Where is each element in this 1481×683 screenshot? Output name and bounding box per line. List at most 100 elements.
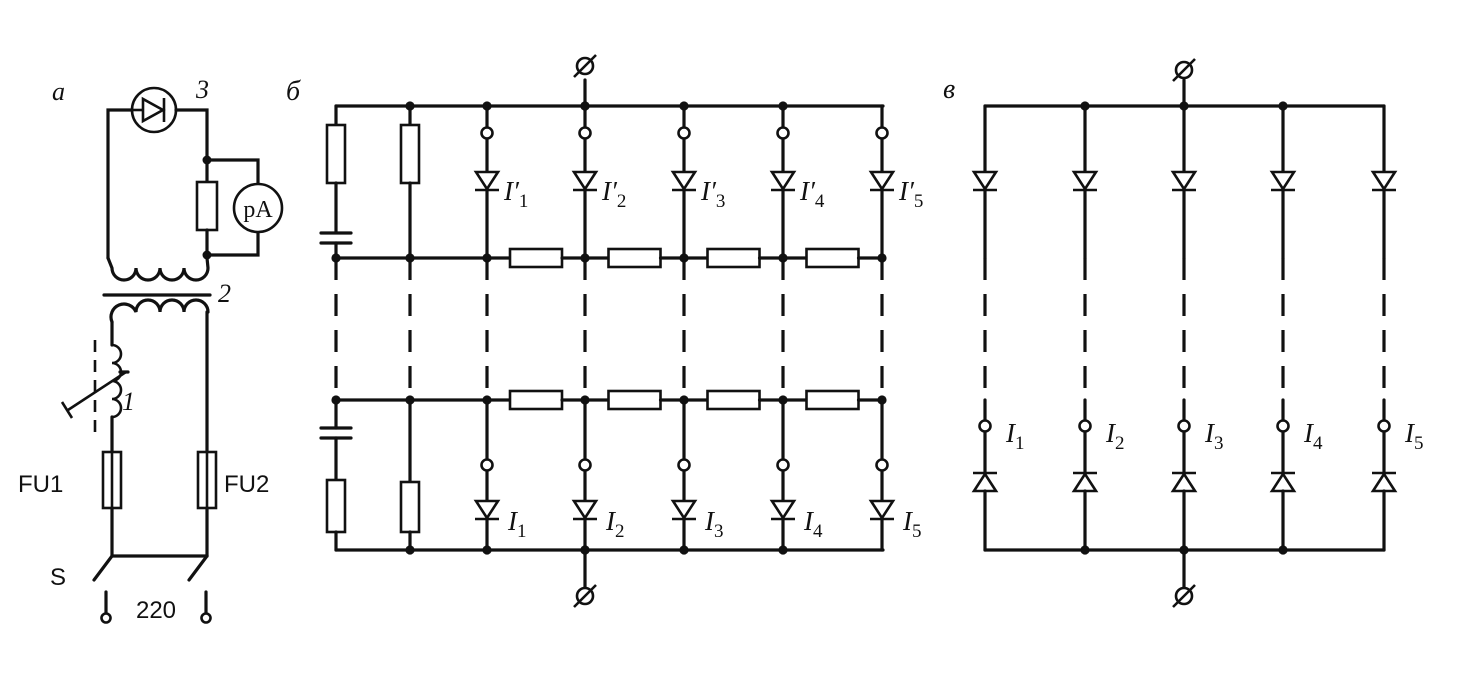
panel-a-letter: а bbox=[52, 77, 65, 106]
diode-lower-1 bbox=[971, 471, 999, 493]
switch-blade-right bbox=[187, 554, 209, 582]
series-resistor-upper-3 bbox=[706, 247, 761, 269]
bleeder-resistor-top bbox=[399, 123, 421, 185]
rc-resistor-top bbox=[325, 123, 347, 185]
test-point-upper-5 bbox=[875, 126, 889, 140]
junction-dot bbox=[778, 545, 788, 555]
current-label-1: I1 bbox=[1005, 418, 1025, 454]
diode-upper-4 bbox=[1269, 170, 1297, 192]
test-point-1 bbox=[978, 419, 992, 433]
junction-dot bbox=[405, 395, 415, 405]
meter-wire-bottom bbox=[205, 230, 260, 257]
junction-dot bbox=[405, 101, 415, 111]
fuse-fu2-label: FU2 bbox=[224, 471, 269, 498]
current-label-5: I5 bbox=[1404, 418, 1424, 454]
junction-dot bbox=[405, 253, 415, 263]
top-terminal-slash bbox=[1172, 58, 1196, 82]
junction-dot bbox=[1278, 545, 1288, 555]
test-point-lower-5 bbox=[875, 458, 889, 472]
lower-current-label-3: I3 bbox=[704, 506, 724, 542]
supply-voltage-label: 220 bbox=[136, 597, 176, 624]
lower-current-label-4: I4 bbox=[803, 506, 823, 542]
test-point-lower-1 bbox=[480, 458, 494, 472]
test-point-lower-2 bbox=[578, 458, 592, 472]
series-resistor-upper-1 bbox=[508, 247, 564, 269]
transformer-number-label: 2 bbox=[218, 279, 231, 308]
diode-lower-1 bbox=[473, 499, 501, 521]
test-point-2 bbox=[1078, 419, 1092, 433]
diode-lower-2 bbox=[1071, 471, 1099, 493]
panel-v-parallel-chain: в I1 I2 I3 I4 I5 bbox=[943, 58, 1424, 608]
diode-upper-1 bbox=[971, 170, 999, 192]
switch-blade-left bbox=[92, 554, 114, 582]
current-label-3: I3 bbox=[1204, 418, 1224, 454]
upper-current-label-2: I′2 bbox=[601, 176, 626, 212]
panel-b-letter: б bbox=[286, 76, 301, 107]
upper-current-label-1: I′1 bbox=[503, 176, 528, 212]
transformer-secondary-winding bbox=[106, 256, 210, 282]
panel-a-test-circuit: а 3 pA 2 1 FU1 bbox=[18, 75, 284, 624]
junction-dot bbox=[331, 395, 341, 405]
shunt-resistor bbox=[195, 180, 219, 232]
junction-dot bbox=[580, 101, 590, 111]
test-point-upper-1 bbox=[480, 126, 494, 140]
series-resistor-lower-3 bbox=[706, 389, 761, 411]
bottom-terminal-slash bbox=[1172, 584, 1196, 608]
diode-number-label: 3 bbox=[195, 75, 209, 104]
upper-current-label-4: I′4 bbox=[799, 176, 825, 212]
diode-upper-3 bbox=[670, 170, 698, 192]
diode-lower-4 bbox=[1269, 471, 1297, 493]
diode-upper-2 bbox=[571, 170, 599, 192]
diode-upper-4 bbox=[769, 170, 797, 192]
junction-dot bbox=[1179, 545, 1189, 555]
series-resistor-upper-2 bbox=[607, 247, 662, 269]
secondary-wire-right bbox=[174, 108, 209, 184]
test-point-upper-4 bbox=[776, 126, 790, 140]
panel-b-branches: I′1I1 I′2I2 I′3I3 I′4I4 I′5I5 bbox=[319, 54, 923, 608]
series-resistor-lower-4 bbox=[805, 389, 860, 411]
diode-upper-5 bbox=[868, 170, 896, 192]
diode-upper-2 bbox=[1071, 170, 1099, 192]
supply-terminal-left bbox=[100, 612, 112, 624]
diode-upper-3 bbox=[1170, 170, 1198, 192]
bottom-terminal-slash bbox=[573, 584, 597, 608]
test-point-upper-3 bbox=[677, 126, 691, 140]
junction-dot bbox=[580, 545, 590, 555]
transformer-primary-winding bbox=[109, 298, 210, 324]
lower-current-label-2: I2 bbox=[605, 506, 625, 542]
series-resistor-upper-4 bbox=[805, 247, 860, 269]
lower-current-label-1: I1 bbox=[507, 506, 527, 542]
secondary-wire-left bbox=[106, 108, 134, 260]
junction-dot bbox=[482, 545, 492, 555]
lower-current-label-5: I5 bbox=[902, 506, 922, 542]
test-point-lower-3 bbox=[677, 458, 691, 472]
diode-lower-5 bbox=[1370, 471, 1398, 493]
diode-upper-1 bbox=[473, 170, 501, 192]
rc-resistor-bottom bbox=[325, 478, 347, 534]
test-point-4 bbox=[1276, 419, 1290, 433]
slider-tick bbox=[60, 401, 74, 419]
ammeter-circle bbox=[232, 182, 284, 234]
diode-lower-2 bbox=[571, 499, 599, 521]
diode-lower-5 bbox=[868, 499, 896, 521]
series-resistor-lower-2 bbox=[607, 389, 662, 411]
panel-v-letter: в bbox=[943, 74, 955, 105]
autotransformer-slider bbox=[67, 370, 127, 412]
current-label-2: I2 bbox=[1105, 418, 1125, 454]
top-terminal-slash bbox=[573, 54, 597, 78]
autotransformer-number-label: 1 bbox=[122, 387, 135, 416]
bleeder-resistor-bottom bbox=[399, 480, 421, 534]
current-label-4: I4 bbox=[1303, 418, 1323, 454]
switch-label: S bbox=[50, 564, 66, 591]
test-point-5 bbox=[1377, 419, 1391, 433]
test-point-upper-2 bbox=[578, 126, 592, 140]
upper-current-label-5: I′5 bbox=[898, 176, 923, 212]
test-point-3 bbox=[1177, 419, 1191, 433]
ammeter-label: pA bbox=[243, 197, 273, 223]
meter-wire-top bbox=[205, 158, 260, 187]
junction-dot bbox=[679, 545, 689, 555]
panel-v-branches: I1 I2 I3 I4 I5 bbox=[971, 58, 1424, 608]
upper-current-label-3: I′3 bbox=[700, 176, 725, 212]
